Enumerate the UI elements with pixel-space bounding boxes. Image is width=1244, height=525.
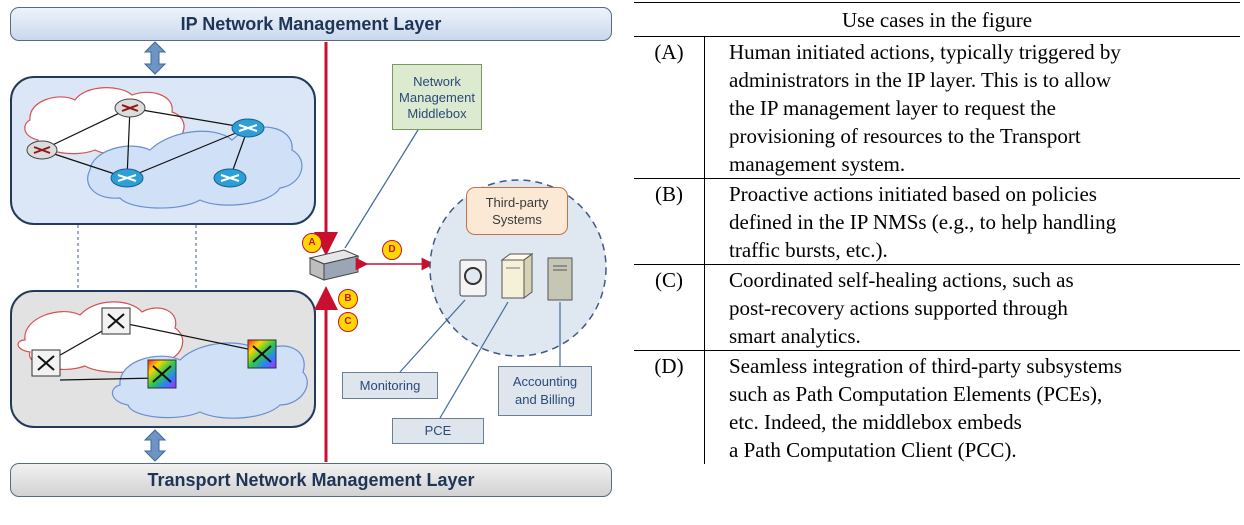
roadm-icon xyxy=(247,339,277,369)
use-case-code: (A) xyxy=(634,36,705,179)
use-case-code: (D) xyxy=(634,350,705,464)
middlebox-device-icon xyxy=(308,249,360,281)
monitoring-icon xyxy=(459,259,487,297)
middlebox-callout-line xyxy=(344,129,419,249)
third-party-systems-label: Third-party Systems xyxy=(466,187,568,235)
use-case-marker-a: A xyxy=(302,233,322,253)
table-header: Use cases in the figure xyxy=(634,2,1240,37)
router-icon xyxy=(231,118,265,138)
use-case-description: Proactive actions initiated based on pol… xyxy=(704,178,1240,265)
ip-links xyxy=(41,107,249,179)
middlebox-label: Network Management Middlebox xyxy=(392,64,482,130)
optical-switch-icon xyxy=(31,349,61,377)
use-case-code: (C) xyxy=(634,264,705,351)
accounting-billing-label: Accounting and Billing xyxy=(498,366,592,416)
table-row: (C) Coordinated self-healing actions, su… xyxy=(634,264,1240,351)
server-icon xyxy=(500,253,534,299)
table-row: (A) Human initiated actions, typically t… xyxy=(634,36,1240,179)
router-icon xyxy=(213,168,247,188)
use-case-description: Coordinated self-healing actions, such a… xyxy=(704,264,1240,351)
use-case-code: (B) xyxy=(634,178,705,265)
pce-callout-line xyxy=(439,301,509,419)
network-diagram xyxy=(17,41,607,462)
roadm-icon xyxy=(147,359,177,389)
router-icon xyxy=(26,140,58,160)
table-row: (B) Proactive actions initiated based on… xyxy=(634,178,1240,265)
monitoring-callout-line xyxy=(399,299,466,373)
use-case-description: Human initiated actions, typically trigg… xyxy=(704,36,1240,179)
use-case-description: Seamless integration of third-party subs… xyxy=(704,350,1240,464)
table-row: (D) Seamless integration of third-party … xyxy=(634,350,1240,464)
ip-network-management-layer: IP Network Management Layer xyxy=(10,7,612,41)
router-icon xyxy=(114,98,146,118)
use-case-marker-d: D xyxy=(382,240,402,260)
monitoring-label: Monitoring xyxy=(342,372,438,399)
use-case-marker-c: C xyxy=(338,312,358,332)
transport-network-management-layer: Transport Network Management Layer xyxy=(10,463,612,497)
use-cases-table: Use cases in the figure (A) Human initia… xyxy=(634,2,1240,464)
updown-arrow-icon xyxy=(143,429,167,462)
use-case-marker-b: B xyxy=(338,289,358,309)
updown-arrow-icon xyxy=(143,41,167,75)
optical-switch-icon xyxy=(101,307,131,335)
ip-cloud xyxy=(24,87,303,209)
accounting-server-icon xyxy=(547,257,573,301)
pce-label: PCE xyxy=(392,418,484,444)
router-icon xyxy=(110,168,144,188)
